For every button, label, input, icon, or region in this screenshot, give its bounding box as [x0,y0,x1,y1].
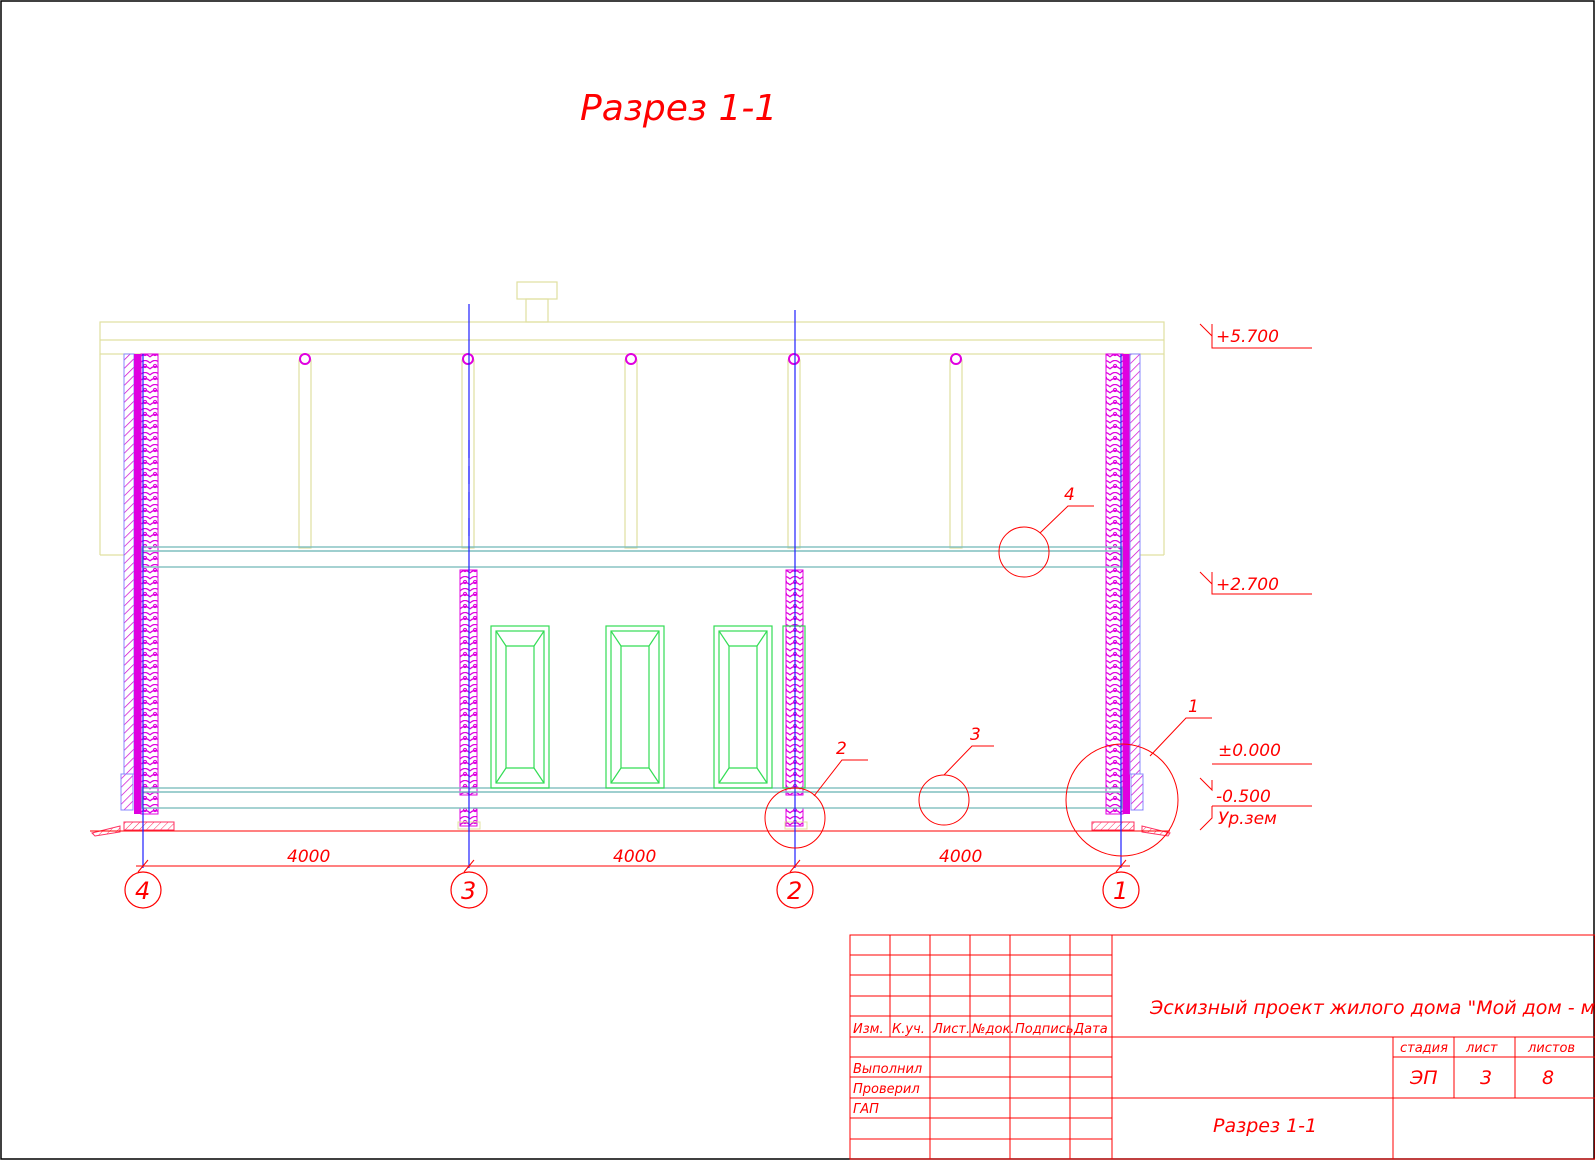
stamp-row-proveril: Проверил [853,1082,920,1097]
stamp-value-sheets: 8 [1542,1067,1554,1089]
axis-1: 1 [1113,877,1128,905]
axis-markers [124,871,1140,909]
axis-lines [142,304,1122,868]
door-panels [490,625,806,789]
stamp-sheet-name: Разрез 1-1 [1213,1115,1317,1137]
wall-right [1105,353,1141,815]
stamp-project-title: Эскизный проект жилого дома "Мой дом - м… [1149,997,1595,1019]
level-minus-0500: -0.500 [1216,787,1271,807]
axis-2: 2 [787,877,802,905]
callouts [764,505,1212,857]
level-5700: +5.700 [1216,327,1279,347]
stamp-header-ndok: №док. [971,1022,1014,1037]
axis-3: 3 [461,877,476,905]
level-0000: ±0.000 [1218,741,1281,761]
dim-1: 4000 [287,847,330,867]
wall-left [123,353,159,815]
title-block [849,934,1595,1160]
stamp-value-sheet: 3 [1480,1067,1492,1089]
stamp-header-list: Лист. [932,1022,970,1037]
dim-3: 4000 [939,847,982,867]
level-2700: +2.700 [1216,575,1279,595]
stamp-headers: Изм. К.уч. Лист. №док. Подпись Дата [853,1022,1108,1037]
stamp-label-sheets: листов [1527,1041,1575,1056]
stamp-header-data: Дата [1073,1022,1108,1037]
axis-4: 4 [135,877,150,905]
dim-2: 4000 [613,847,656,867]
stamp-row-gap: ГАП [853,1102,879,1117]
callout-4: 4 [1064,485,1075,505]
stamp-header-kuch: К.уч. [892,1022,925,1037]
section-title: Разрез 1-1 [580,88,777,129]
stamp-row-vypolnil: Выполнил [853,1062,922,1077]
callout-3: 3 [970,725,981,745]
stamp-header-podpis: Подпись [1015,1022,1073,1037]
level-ground: Ур.зем [1218,809,1277,829]
foundation [90,773,1171,837]
slabs [141,546,1123,809]
purlins [299,353,962,365]
level-marks [1199,323,1312,831]
stamp-label-stage: стадия [1400,1041,1448,1056]
roof-structure [99,281,1165,556]
dimension-line [136,859,1130,873]
attic-posts [298,359,963,549]
stamp-header-izm: Изм. [853,1022,884,1037]
stamp-label-sheet: лист [1465,1041,1498,1056]
stamp-value-stage: ЭП [1409,1067,1438,1089]
callout-2: 2 [836,739,847,759]
callout-1: 1 [1188,697,1199,717]
